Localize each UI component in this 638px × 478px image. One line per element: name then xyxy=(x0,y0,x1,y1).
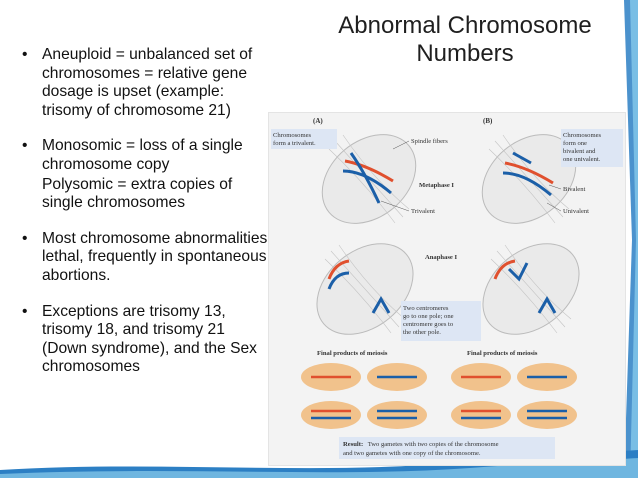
anaphase-label: Anaphase I xyxy=(425,254,457,261)
bullet-exceptions: Exceptions are trisomy 13, trisomy 18, a… xyxy=(22,303,272,377)
result-line2: and two gametes with one copy of the chr… xyxy=(343,450,481,457)
bullet-lethal: Most chromosome abnormalities lethal, fr… xyxy=(22,230,272,286)
bullet-monosomic: Monosomic = loss of a single chromosome … xyxy=(22,137,272,174)
meiosis-figure: (A) (B) Chromosomes form a trivalent. xyxy=(268,112,626,466)
metaphase-label: Metaphase I xyxy=(419,182,454,189)
callout-trivalent xyxy=(271,129,337,149)
bottom-edge-decoration xyxy=(0,450,638,478)
callout-trivalent-line2: form a trivalent. xyxy=(273,140,316,147)
result-box xyxy=(339,437,555,459)
callout-bivalent-line3: bivalent and xyxy=(563,148,596,155)
univalent-label: Univalent xyxy=(563,208,589,215)
final-products-label-right: Final products of meiosis xyxy=(467,350,538,357)
callout-bivalent-line1: Chromosomes xyxy=(563,132,602,139)
callout-centromeres-line1: Two centromeres xyxy=(403,305,449,312)
right-edge-decoration xyxy=(624,0,638,478)
svg-text:Chromosomes form one: Chromosomes form one bivalent and one un… xyxy=(563,132,603,163)
slide-title: Abnormal Chromosome Numbers xyxy=(338,12,592,67)
callout-centromeres xyxy=(401,301,481,341)
callout-centromeres-line2: go to one pole; one xyxy=(403,313,454,320)
callout-bivalent xyxy=(561,129,623,167)
final-products-label-left: Final products of meiosis xyxy=(317,350,388,357)
spindle-fibers-label: Spindle fibers xyxy=(411,138,448,145)
metaphase-cell-left xyxy=(321,134,417,224)
svg-text:Two centromeres go to: Two centromeres go to one pole; one cent… xyxy=(403,305,455,336)
trivalent-label: Trivalent xyxy=(411,208,435,215)
gametes-left xyxy=(301,363,427,429)
callout-bivalent-line4: one univalent. xyxy=(563,156,601,163)
result-label: Result: xyxy=(343,441,363,448)
anaphase-cell-right xyxy=(482,243,580,335)
callout-centromeres-line4: the other pole. xyxy=(403,329,441,336)
bullet-list: Aneuploid = unbalanced set of chromosome… xyxy=(22,46,272,394)
bullet-aneuploid: Aneuploid = unbalanced set of chromosome… xyxy=(22,46,272,120)
callout-bivalent-line2: form one xyxy=(563,140,587,147)
bullet-polysomic: Polysomic = extra copies of single chrom… xyxy=(42,175,233,212)
svg-text:Result: Two gametes wi: Result: Two gametes with two copies of t… xyxy=(343,441,499,448)
callout-trivalent-line1: Chromosomes xyxy=(273,132,312,139)
bivalent-label: Bivalent xyxy=(563,186,586,193)
result-line1: Two gametes with two copies of the chrom… xyxy=(368,441,499,448)
svg-text:Chromosomes form a tri: Chromosomes form a trivalent. xyxy=(273,132,316,147)
gametes-right xyxy=(451,363,577,429)
panel-a-label: (A) xyxy=(313,117,323,125)
meiosis-diagram: (A) (B) Chromosomes form a trivalent. xyxy=(271,117,623,459)
callout-centromeres-line3: centromere goes to xyxy=(403,321,454,328)
panel-b-label: (B) xyxy=(483,117,493,125)
anaphase-cell-left xyxy=(316,243,414,335)
